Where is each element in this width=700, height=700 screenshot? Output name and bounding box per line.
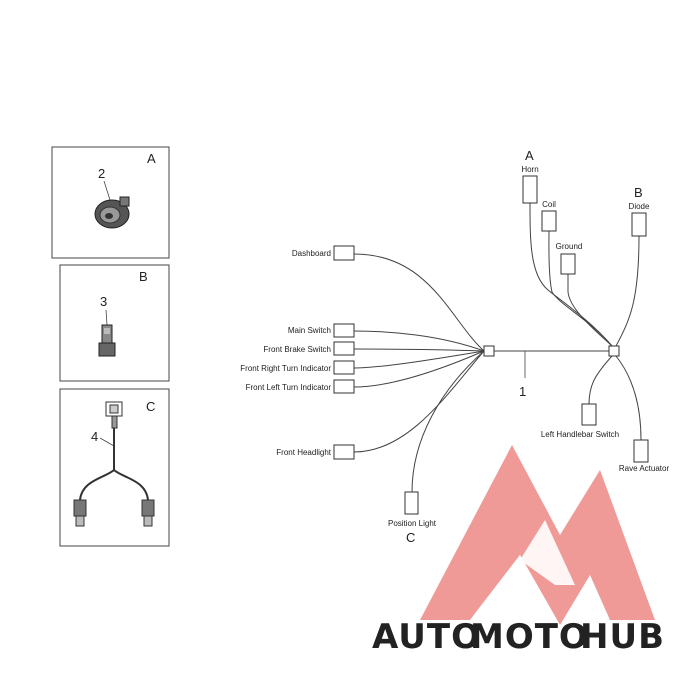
left-handlebar-switch-label: Left Handlebar Switch [541, 430, 619, 439]
inset-b: B 3 [59, 264, 170, 382]
rave-actuator-connector[interactable] [633, 439, 649, 463]
coil-label: Coil [542, 200, 556, 209]
inset-c-number: 4 [91, 429, 98, 444]
inset-c-letter: C [146, 399, 155, 414]
position-light-part-illustration [73, 401, 155, 527]
inset-a: A 2 [51, 146, 170, 259]
left-handlebar-switch-connector[interactable] [581, 403, 597, 426]
horn-part-illustration [94, 196, 130, 229]
front-headlight-label: Front Headlight [276, 448, 331, 457]
harness-wires [353, 202, 642, 493]
diode-callout: B [634, 185, 643, 200]
dashboard-label: Dashboard [292, 249, 331, 258]
coil-connector[interactable] [541, 210, 557, 232]
diode-label: Diode [629, 202, 650, 211]
right-junction [608, 345, 620, 357]
inset-b-letter: B [139, 269, 148, 284]
front-headlight-connector[interactable] [333, 444, 355, 460]
position-light-label: Position Light [388, 519, 437, 528]
front-brake-switch-connector[interactable] [333, 341, 355, 356]
position-light-callout: C [406, 530, 415, 545]
watermark-logo [420, 445, 655, 625]
inset-c: C 4 [59, 388, 170, 547]
front-right-turn-indicator-connector[interactable] [333, 360, 355, 375]
harness-number: 1 [519, 384, 526, 399]
position-light-connector[interactable] [404, 491, 419, 515]
diode-part-illustration [98, 324, 116, 357]
front-right-turn-indicator-label: Front Right Turn Indicator [240, 364, 331, 373]
main-switch-connector[interactable] [333, 323, 355, 338]
front-left-turn-indicator-label: Front Left Turn Indicator [246, 383, 332, 392]
ground-label: Ground [556, 242, 583, 251]
front-left-turn-indicator-connector[interactable] [333, 379, 355, 394]
inset-a-letter: A [147, 151, 156, 166]
front-brake-switch-label: Front Brake Switch [263, 345, 331, 354]
inset-b-number: 3 [100, 294, 107, 309]
diode-connector[interactable] [631, 212, 647, 237]
dashboard-connector[interactable] [333, 245, 355, 261]
watermark-text-moto: MOTO [470, 617, 589, 657]
watermark-text-auto: AUTO [372, 617, 481, 657]
ground-connector[interactable] [560, 253, 576, 275]
horn-callout: A [525, 148, 534, 163]
inset-a-number: 2 [98, 166, 105, 181]
horn-label: Horn [521, 165, 538, 174]
watermark-text-hub: HUB [580, 617, 665, 657]
horn-connector[interactable] [522, 175, 538, 204]
rave-actuator-label: Rave Actuator [619, 464, 670, 473]
left-junction [483, 345, 495, 357]
main-switch-label: Main Switch [288, 326, 331, 335]
